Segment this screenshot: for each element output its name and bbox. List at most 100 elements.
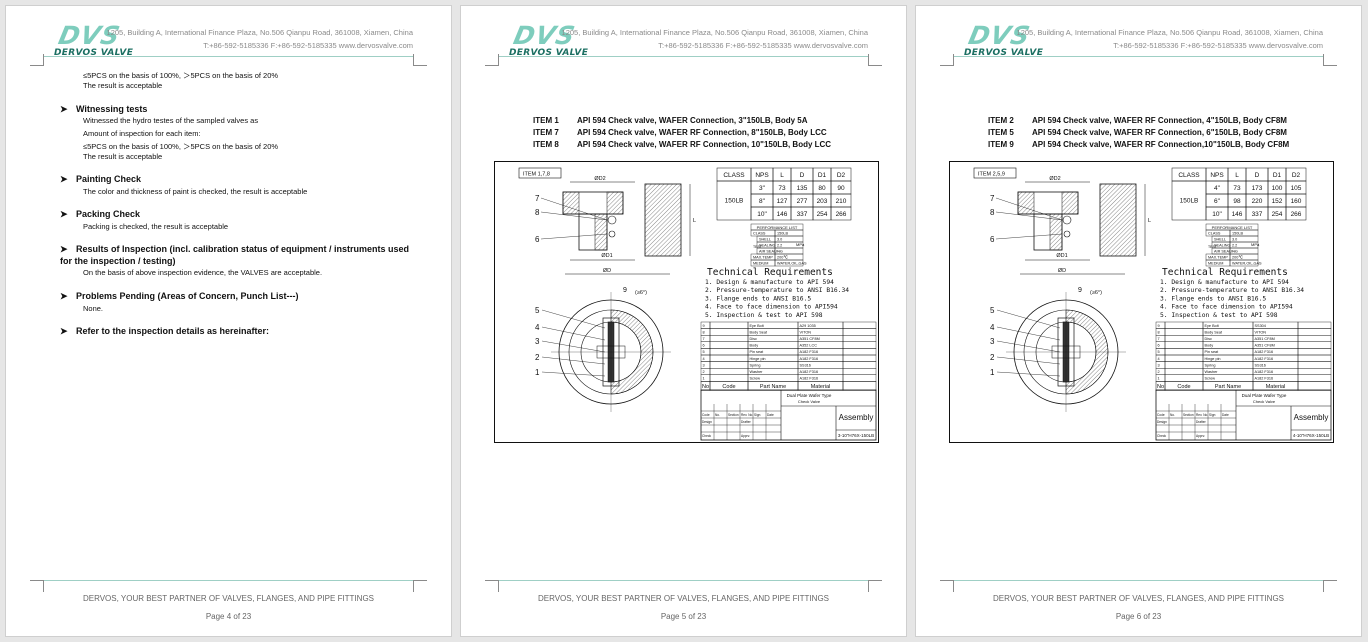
title-block-label: No.: [715, 413, 720, 417]
material-text: Body: [1205, 344, 1214, 348]
crop-mark: [413, 580, 427, 592]
material-text: A182 F316: [800, 357, 819, 361]
perf-label: AIR SEALING: [759, 250, 783, 254]
material-text: A182 F316: [1255, 350, 1274, 354]
part-callout: 6: [990, 235, 995, 244]
perf-title: PERFORMANCE LIST: [1212, 225, 1253, 230]
leader-line: [995, 197, 1063, 221]
crop-mark: [940, 580, 954, 592]
table-cell-text: 210: [836, 198, 847, 205]
tech-line: 2. Pressure-temperature to ANSI B16.34: [705, 287, 849, 294]
material-text: SS316: [1255, 363, 1266, 367]
material-text: 9: [1158, 324, 1160, 328]
leader-line: [996, 326, 1061, 341]
perf-label: CLASS: [1208, 232, 1221, 236]
material-text: Body: [750, 344, 759, 348]
title-block-label: Check: [1157, 434, 1166, 438]
page-number: Page 5 of 23: [660, 612, 707, 621]
part-callout: 3: [535, 337, 540, 346]
body-hatch: [1017, 191, 1035, 215]
material-cell: [842, 328, 877, 336]
seat-ring: [607, 215, 617, 225]
part-callout: 7: [535, 194, 540, 203]
footer-rule: [499, 580, 868, 581]
tech-line: 1. Design & manufacture to API 594: [1160, 279, 1289, 286]
header-contact: T:+86-592-5185336 F:+86-592-5185335 www.…: [203, 41, 413, 50]
material-text: Disc: [1205, 337, 1212, 341]
perf-label: CLASS: [753, 232, 766, 236]
material-cell: [842, 321, 877, 329]
material-text: A182 F316: [1255, 370, 1274, 374]
title-block-label: Date: [1222, 413, 1229, 417]
material-text: SS304: [1255, 324, 1266, 328]
material-text: 4: [703, 357, 705, 361]
material-cell: [1164, 348, 1204, 356]
part-callout: 9: [623, 287, 627, 294]
leader-line: [540, 233, 608, 240]
perf-label: MAX.TEMP: [1208, 256, 1228, 260]
dimension-label: ØD1: [1056, 253, 1067, 259]
table-cell: [830, 206, 852, 221]
material-text: A351 CF8M: [1255, 337, 1275, 341]
page-number: Page 4 of 23: [205, 612, 252, 621]
leader-line: [541, 326, 606, 341]
material-cell: [842, 361, 877, 369]
material-cell: [842, 354, 877, 362]
title-block-name: Dual Plate Wafer Type: [787, 393, 832, 398]
dimension-label: L: [1148, 218, 1151, 224]
title-block-label: Sign: [754, 413, 761, 417]
material-cell: [709, 334, 749, 342]
part-callout: 7: [990, 194, 995, 203]
material-text: A182 F316: [800, 377, 819, 381]
crop-mark: [868, 54, 882, 66]
table-cell-text: 337: [1252, 211, 1263, 218]
material-text: Spring: [1205, 363, 1216, 367]
tech-line: 3. Flange ends to ANSI B16.5: [1160, 295, 1266, 302]
dimension-label: ØD2: [594, 176, 605, 182]
material-cell: [709, 354, 749, 362]
page-5: DVS DERVOS VALVE 1205, Building A, Inter…: [460, 5, 907, 637]
material-text: 1: [703, 377, 705, 381]
perf-side-label: TEST: [1208, 245, 1218, 249]
seat-ring: [608, 230, 616, 238]
part-callout: 4: [990, 323, 995, 332]
perf-label: SEALING: [759, 244, 776, 248]
material-text: Disc: [750, 337, 757, 341]
table-cell-text: 135: [797, 185, 808, 192]
page-4: DVS DERVOS VALVE 1205, Building A, Inter…: [5, 5, 452, 637]
page-number: Page 6 of 23: [1115, 612, 1162, 621]
table-cell: [1285, 206, 1307, 221]
material-cell: [1164, 354, 1204, 362]
table-header: D: [1255, 172, 1260, 179]
material-header: Part Name: [1215, 384, 1241, 390]
dimension-label: ØD1: [601, 253, 612, 259]
material-cell: [709, 321, 749, 329]
bullet-arrow-icon: ➤: [60, 104, 68, 114]
material-text: Body Seat: [1205, 330, 1223, 334]
section-heading: ➤Packing Check: [60, 209, 141, 219]
material-cell: [842, 341, 877, 349]
material-text: A351 CF8M: [800, 337, 820, 341]
material-text: 6: [703, 344, 705, 348]
crop-mark: [485, 580, 499, 592]
title-block-label: Section: [728, 413, 739, 417]
part-callout: 5: [535, 306, 540, 315]
part-callout: 1: [990, 368, 995, 377]
leader-line: [540, 197, 608, 221]
material-text: Spring: [750, 363, 761, 367]
header-address: 1205, Building A, International Finance …: [106, 28, 413, 37]
title-block-sub: Check Valve: [798, 399, 821, 404]
title-block-label: Check: [702, 434, 711, 438]
material-text: A351 CF8M: [1255, 344, 1275, 348]
table-header: NPS: [1210, 172, 1224, 179]
footer-rule: [44, 580, 413, 581]
perf-side-label: TEST: [753, 245, 763, 249]
body-text: ≤5PCS on the basis of 100%, ＞5PCS on the…: [83, 71, 279, 80]
title-block-kind: Assembly: [1294, 413, 1329, 422]
